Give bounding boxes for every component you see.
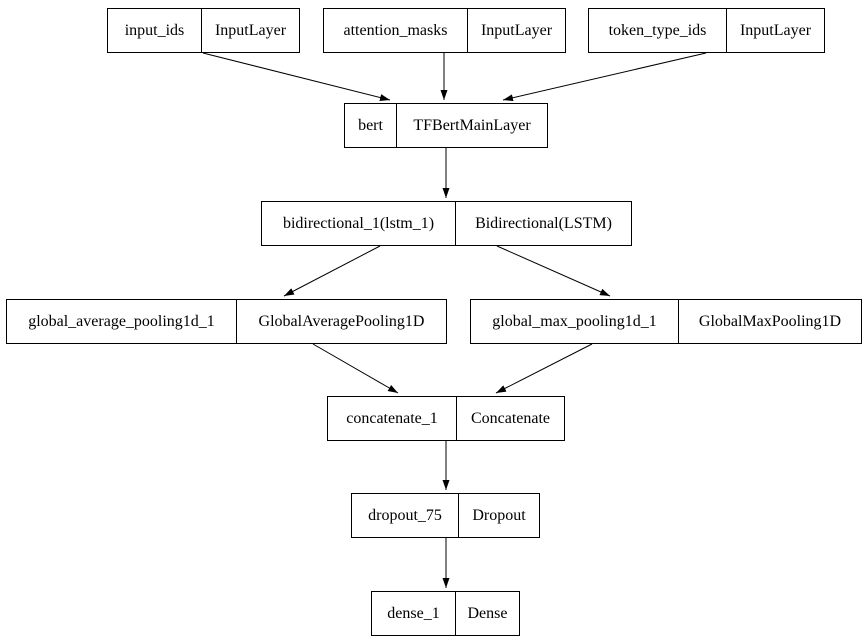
node-input_ids: input_ids InputLayer bbox=[107, 8, 300, 53]
layer-type: Dense bbox=[467, 604, 508, 622]
edge-gmp-concatenate bbox=[495, 343, 593, 394]
edge-bidirectional-gmp bbox=[496, 245, 611, 297]
layer-type: InputLayer bbox=[480, 21, 553, 39]
layer-name: dropout_75 bbox=[352, 494, 459, 537]
layer-type: Bidirectional(LSTM) bbox=[475, 214, 612, 232]
layer-name: bidirectional_1(lstm_1) bbox=[262, 202, 456, 245]
layer-type: Dropout bbox=[472, 506, 526, 524]
layer-type: GlobalAveragePooling1D bbox=[258, 312, 425, 330]
layer-type: Concatenate bbox=[470, 409, 551, 427]
edge-input_ids-bert bbox=[202, 52, 391, 101]
layer-name: attention_masks bbox=[324, 9, 468, 52]
edge-bidirectional-gap bbox=[283, 245, 381, 297]
node-dense_1: dense_1 Dense bbox=[371, 591, 520, 636]
node-bert: bert TFBertMainLayer bbox=[344, 103, 548, 148]
node-bidirectional_1: bidirectional_1(lstm_1) Bidirectional(LS… bbox=[261, 201, 632, 246]
layer-name: dense_1 bbox=[372, 592, 456, 635]
layer-name: input_ids bbox=[108, 9, 202, 52]
layer-type: TFBertMainLayer bbox=[413, 116, 531, 134]
layer-type: InputLayer bbox=[739, 21, 812, 39]
node-global_average_pooling1d_1: global_average_pooling1d_1 GlobalAverage… bbox=[6, 299, 447, 344]
layer-name: token_type_ids bbox=[589, 9, 727, 52]
layer-name: global_max_pooling1d_1 bbox=[471, 300, 679, 343]
layer-name: concatenate_1 bbox=[328, 397, 457, 440]
node-attention_masks: attention_masks InputLayer bbox=[323, 8, 566, 53]
node-concatenate_1: concatenate_1 Concatenate bbox=[327, 396, 565, 441]
edge-gap-concatenate bbox=[312, 343, 399, 394]
node-global_max_pooling1d_1: global_max_pooling1d_1 GlobalMaxPooling1… bbox=[470, 299, 862, 344]
layer-name: bert bbox=[345, 104, 397, 147]
layer-type: InputLayer bbox=[214, 21, 287, 39]
node-dropout_75: dropout_75 Dropout bbox=[351, 493, 540, 538]
layer-name: global_average_pooling1d_1 bbox=[7, 300, 237, 343]
layer-type: GlobalMaxPooling1D bbox=[698, 312, 842, 330]
node-token_type_ids: token_type_ids InputLayer bbox=[588, 8, 825, 53]
edge-token_type_ids-bert bbox=[502, 52, 707, 102]
